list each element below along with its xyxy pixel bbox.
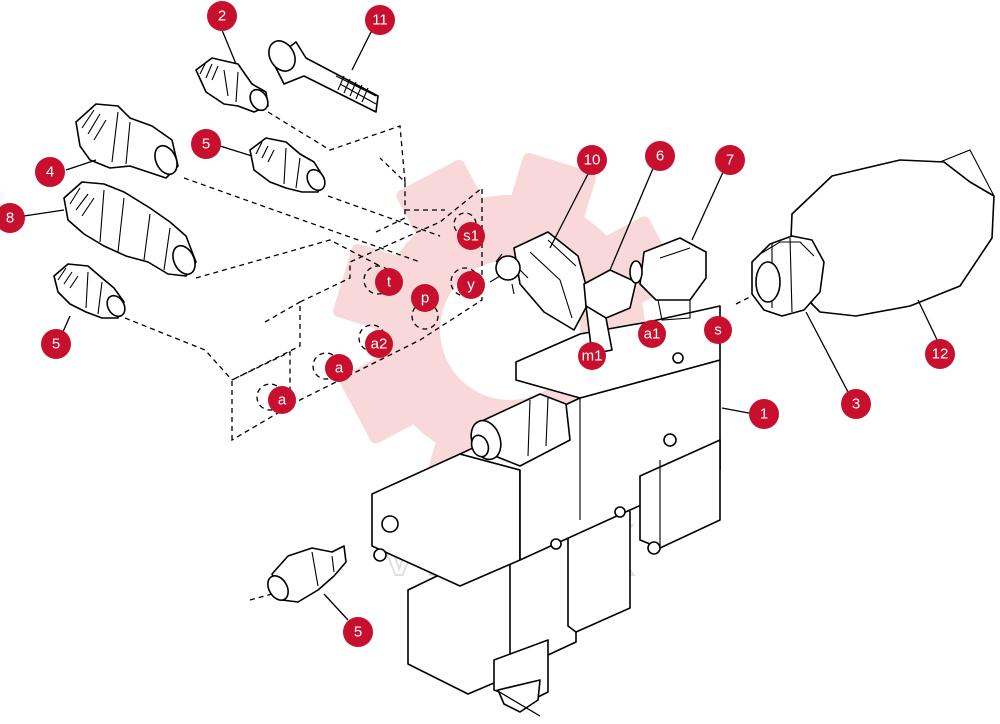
svg-text:5: 5 [354, 624, 362, 641]
svg-text:a: a [335, 360, 344, 377]
callout-10: 10 [577, 145, 607, 175]
svg-text:y: y [467, 277, 475, 294]
port-label-a2: a2 [365, 330, 393, 358]
fitting-part-5-upper [249, 137, 326, 193]
callout-5-bottom: 5 [343, 617, 373, 647]
svg-text:2: 2 [218, 8, 226, 25]
svg-text:1: 1 [760, 406, 768, 423]
port-label-a-lower: a [268, 386, 296, 414]
fitting-part-6 [583, 269, 637, 355]
adapter-part-3 [751, 235, 825, 317]
port-label-t: t [375, 268, 403, 296]
pressure-switch-part-10 [489, 231, 591, 331]
fitting-part-2 [195, 57, 269, 113]
callout-6: 6 [645, 141, 675, 171]
port-label-y: y [457, 271, 485, 299]
svg-text:10: 10 [584, 152, 601, 169]
svg-text:11: 11 [372, 12, 388, 29]
svg-text:8: 8 [6, 210, 14, 227]
svg-text:p: p [421, 290, 429, 307]
callout-1: 1 [749, 399, 779, 429]
callout-7: 7 [715, 145, 745, 175]
fitting-part-5-bottom [267, 545, 347, 603]
svg-text:6: 6 [656, 148, 664, 165]
port-label-s1: s1 [457, 222, 485, 250]
svg-text:s1: s1 [463, 228, 479, 245]
svg-text:5: 5 [52, 336, 60, 353]
svg-text:s: s [714, 322, 722, 339]
elbow-part-7 [629, 237, 707, 321]
callout-5-left: 5 [41, 329, 71, 359]
callout-3: 3 [841, 389, 871, 419]
svg-text:12: 12 [932, 346, 949, 363]
svg-text:3: 3 [852, 396, 860, 413]
svg-text:5: 5 [202, 136, 210, 153]
svg-text:t: t [387, 274, 392, 291]
leader-lines [23, 29, 941, 621]
port-label-a1: a1 [638, 320, 666, 348]
port-label-a-upper: a [325, 354, 353, 382]
fitting-part-8 [63, 181, 197, 277]
svg-text:4: 4 [46, 164, 54, 181]
callout-5-upper: 5 [191, 129, 221, 159]
svg-text:m1: m1 [582, 348, 603, 365]
callout-12: 12 [925, 339, 955, 369]
svg-text:a1: a1 [644, 326, 661, 343]
callout-8: 8 [0, 203, 25, 233]
callout-4: 4 [35, 157, 65, 187]
svg-text:a: a [278, 392, 287, 409]
callout-11: 11 [365, 5, 395, 35]
port-label-p: p [411, 284, 439, 312]
fitting-part-4 [75, 103, 179, 179]
bolt-part-11 [268, 40, 379, 113]
port-label-m1: m1 [578, 342, 606, 370]
port-label-s: s [704, 316, 732, 344]
svg-text:a2: a2 [371, 336, 388, 353]
fitting-part-5-left [53, 263, 126, 319]
valve-block-part-1 [371, 305, 721, 717]
svg-text:7: 7 [726, 152, 734, 169]
callout-2: 2 [207, 1, 237, 31]
